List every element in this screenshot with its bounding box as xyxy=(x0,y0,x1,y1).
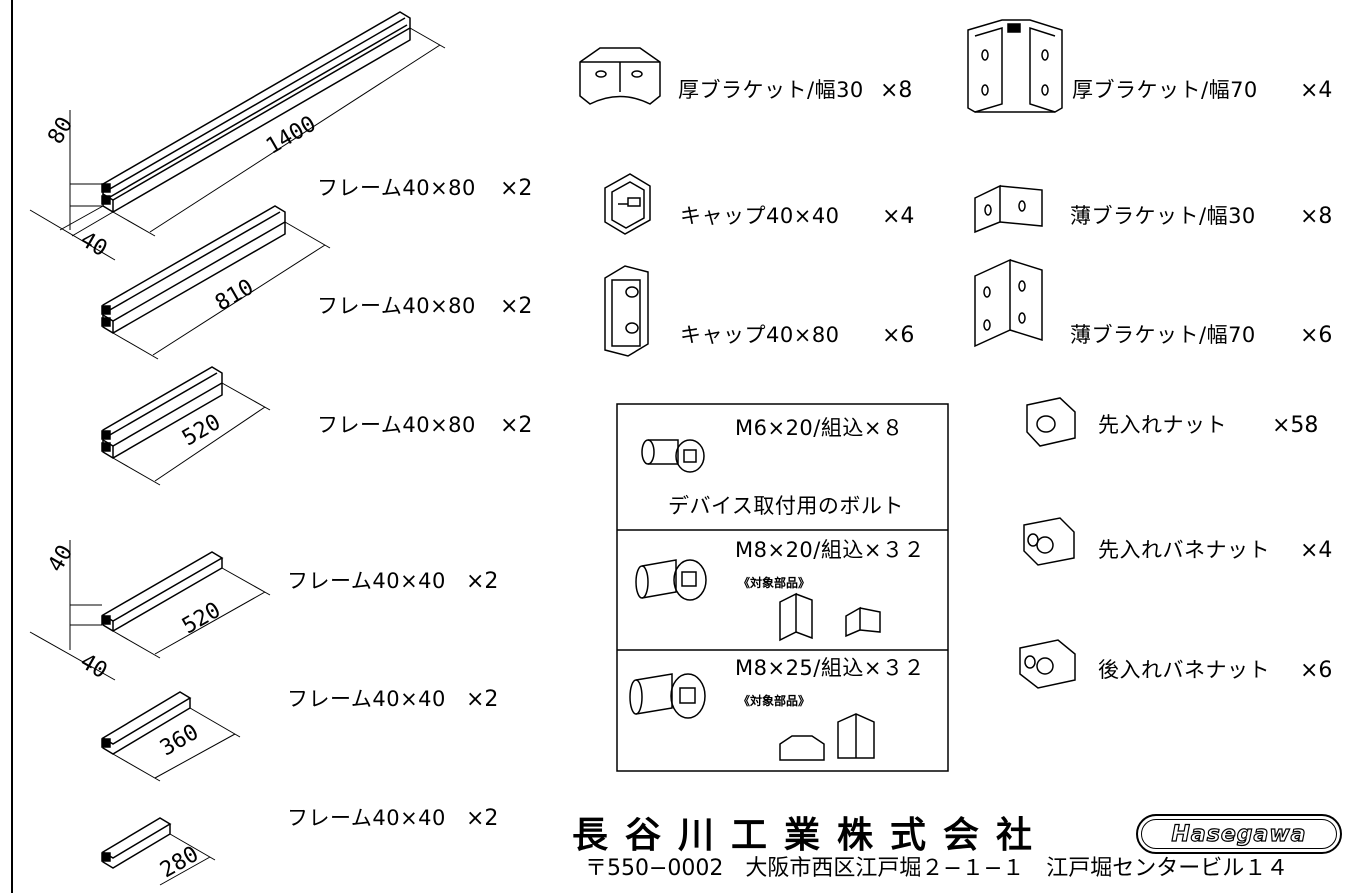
frame-2-label: フレーム40×80 xyxy=(317,294,476,318)
part-thin-bracket-30-label: 薄ブラケット/幅30 xyxy=(1070,204,1256,228)
frame-1400-drawing xyxy=(29,11,446,261)
hasegawa-logo: Hasegawa xyxy=(1136,814,1342,854)
part-nut-label: 先入れナット xyxy=(1098,413,1227,437)
frame-810-drawing xyxy=(101,205,331,360)
bolt-1-note: デバイス取付用のボルト xyxy=(668,494,904,518)
part-thick-bracket-30-qty: ×8 xyxy=(880,78,913,103)
part-thick-bracket-30-label: 厚ブラケット/幅30 xyxy=(678,78,864,102)
frame-520b-drawing xyxy=(29,540,271,681)
frame-2-qty: ×2 xyxy=(500,294,533,319)
thin-bracket-30-drawing xyxy=(974,184,1043,234)
company-name: 長谷川工業株式会社 xyxy=(572,814,1050,856)
part-cap-40x40-qty: ×4 xyxy=(882,204,915,229)
logo-text: Hasegawa xyxy=(1141,819,1337,849)
frame-6-label: フレーム40×40 xyxy=(287,806,446,830)
bolt-m6-drawing xyxy=(641,439,705,473)
part-thin-bracket-70-qty: ×6 xyxy=(1300,323,1333,348)
frame-5-label: フレーム40×40 xyxy=(287,687,446,711)
frame-520a-drawing xyxy=(101,366,271,486)
part-cap-40x80-label: キャップ40×80 xyxy=(680,323,840,347)
company-address: 〒550−0002 大阪市西区江戸堀２−１−１ 江戸堀センタービル１４ xyxy=(585,856,1289,881)
bolt-m8x20-drawing xyxy=(635,559,881,642)
frame-280-drawing xyxy=(101,817,216,886)
part-thick-bracket-70-label: 厚ブラケット/幅70 xyxy=(1072,78,1258,102)
bolt-2-note: 《対象部品》 xyxy=(738,576,811,590)
nut-3-drawing xyxy=(1019,639,1076,689)
nut-1-drawing xyxy=(1026,397,1076,447)
part-thick-bracket-70-qty: ×4 xyxy=(1300,78,1333,103)
frame-5-qty: ×2 xyxy=(466,687,499,712)
frame-3-qty: ×2 xyxy=(500,413,533,438)
part-post-spring-nut-label: 後入れバネナット xyxy=(1098,658,1270,682)
frame-1-label: フレーム40×80 xyxy=(317,176,476,200)
frame-3-label: フレーム40×80 xyxy=(317,413,476,437)
bolt-3-spec: M8×25/組込×３２ xyxy=(735,656,925,680)
frame-360-drawing xyxy=(101,691,241,782)
thick-bracket-30-drawing xyxy=(579,47,661,105)
thick-bracket-70-drawing xyxy=(967,19,1063,113)
part-cap-40x80-qty: ×6 xyxy=(882,323,915,348)
bolt-3-note: 《対象部品》 xyxy=(738,694,811,708)
cap-40x80-drawing xyxy=(604,265,649,357)
part-cap-40x40-label: キャップ40×40 xyxy=(680,204,840,228)
part-thin-bracket-30-qty: ×8 xyxy=(1300,204,1333,229)
frame-1-qty: ×2 xyxy=(500,176,533,201)
bolt-m8x25-drawing xyxy=(629,673,875,761)
frame-4-qty: ×2 xyxy=(466,569,499,594)
thin-bracket-70-drawing xyxy=(974,258,1043,348)
cap-40x40-drawing xyxy=(604,173,651,235)
part-nut-qty: ×58 xyxy=(1272,413,1319,438)
bolt-1-spec: M6×20/組込×８ xyxy=(735,416,904,440)
part-post-spring-nut-qty: ×6 xyxy=(1300,658,1333,683)
part-spring-nut-label: 先入れバネナット xyxy=(1098,538,1270,562)
frame-4-label: フレーム40×40 xyxy=(287,569,446,593)
part-thin-bracket-70-label: 薄ブラケット/幅70 xyxy=(1070,323,1256,347)
bolt-2-spec: M8×20/組込×３２ xyxy=(735,538,925,562)
nut-2-drawing xyxy=(1023,517,1075,566)
part-spring-nut-qty: ×4 xyxy=(1300,538,1333,563)
frame-6-qty: ×2 xyxy=(466,806,499,831)
